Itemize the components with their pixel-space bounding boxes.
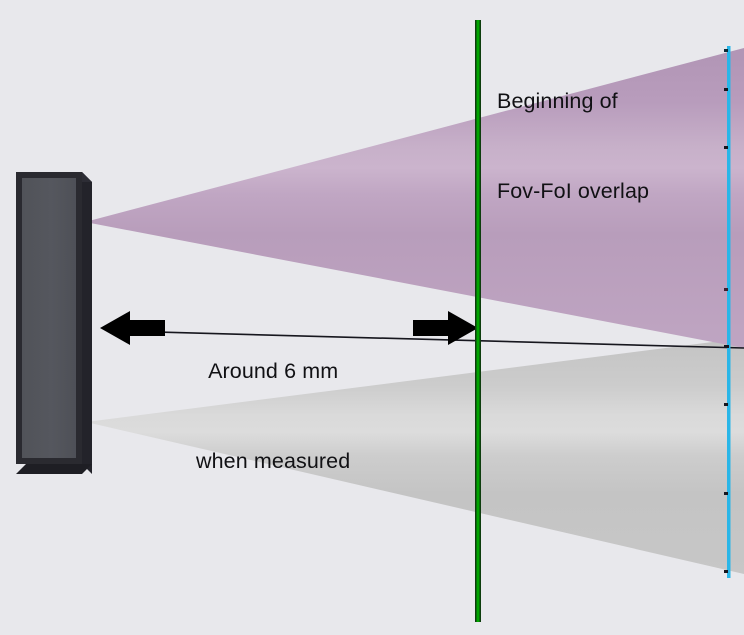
distance-arrow-left	[100, 311, 165, 345]
overlap-start-marker-line	[475, 20, 481, 622]
overlap-note-line2: Fov-FoI overlap	[497, 179, 650, 203]
right-boundary-marker-line	[724, 46, 731, 578]
cone-divider-line	[119, 330, 744, 349]
distance-note-line1: Around 6 mm	[208, 359, 339, 383]
sensor-module	[16, 172, 92, 474]
overlap-note-line1: Beginning of	[497, 89, 618, 113]
distance-note-label: Around 6 mm when measured	[196, 296, 350, 536]
distance-note-line2: when measured	[196, 449, 351, 473]
foi-cone	[86, 338, 744, 574]
overlap-note-label: Beginning of Fov-FoI overlap	[497, 26, 649, 266]
fov-cone	[85, 48, 744, 349]
distance-arrow-right	[413, 311, 478, 345]
